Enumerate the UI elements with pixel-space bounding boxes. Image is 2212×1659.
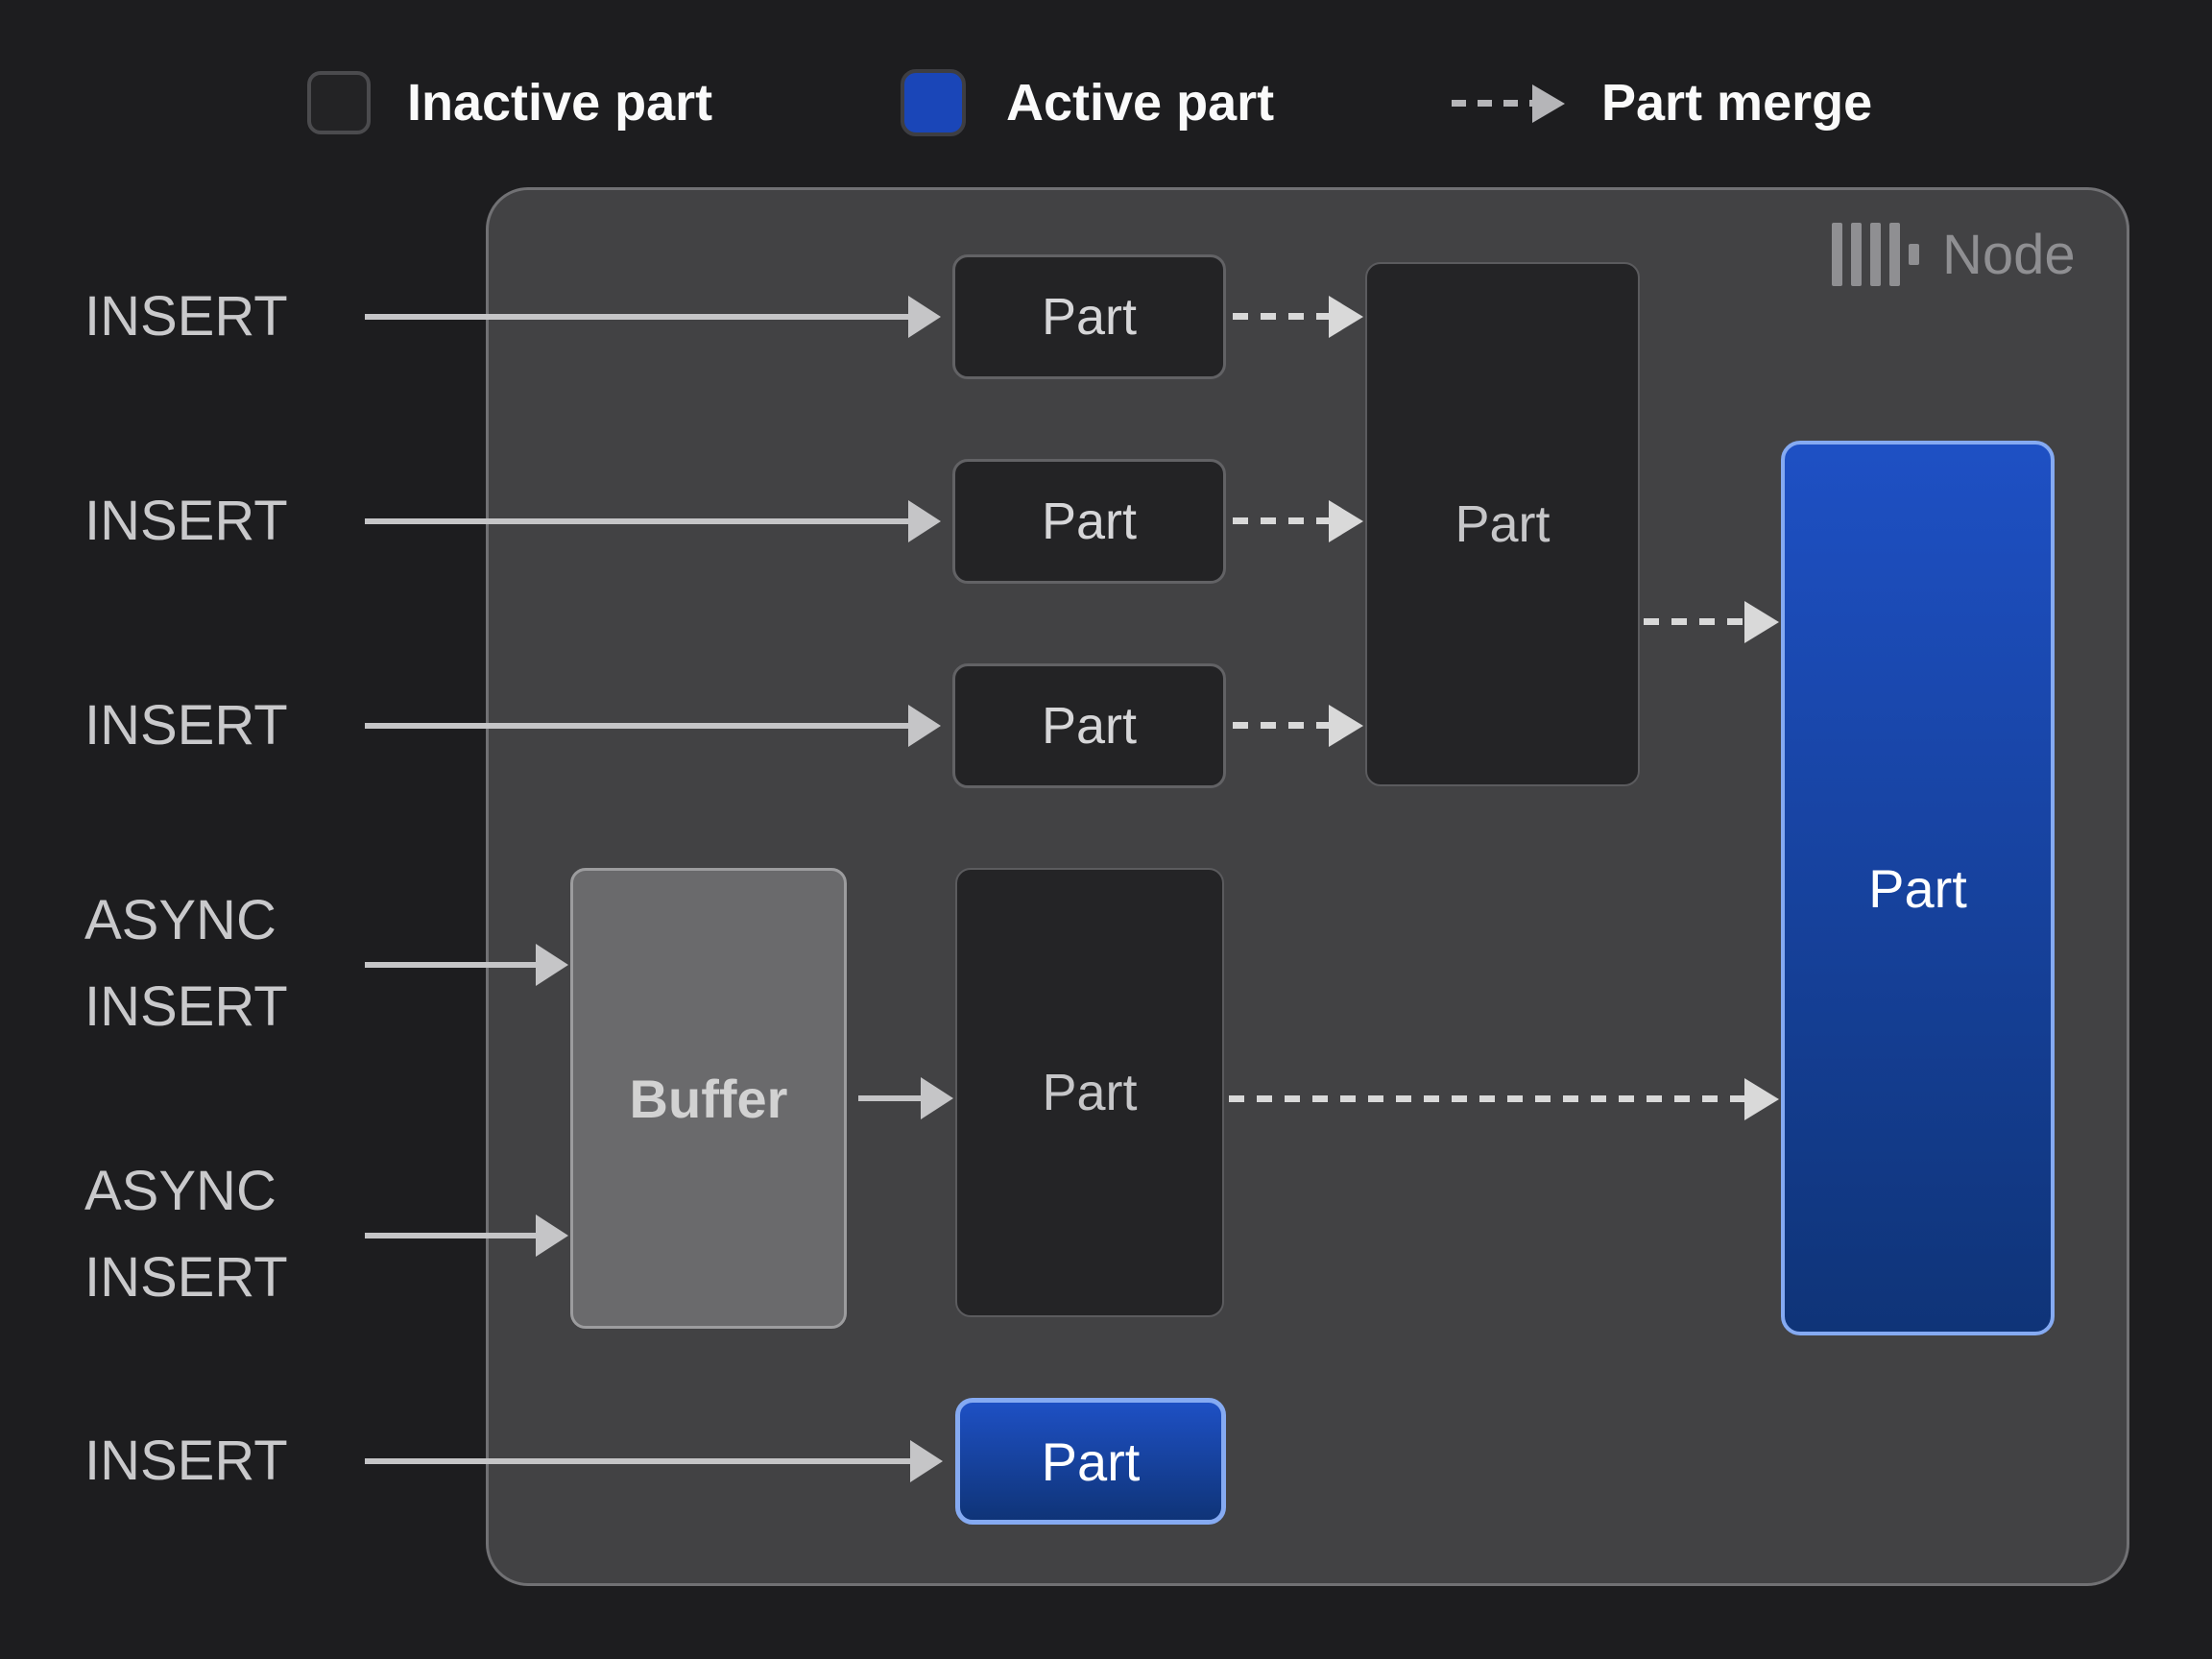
clickhouse-logo-icon [1832,221,1919,288]
part-label: Part [1041,1431,1141,1492]
async-insert-label-1: ASYNC INSERT [84,878,288,1050]
insert-label-1: INSERT [84,285,288,348]
part-label: Part [1868,857,1967,919]
async-insert-arrow-2 [365,1233,536,1238]
insert-label-4: INSERT [84,1430,288,1492]
node-title: Node [1832,221,2076,288]
dashed-arrow-icon [1452,100,1532,107]
legend-merge-label: Part merge [1601,74,1873,132]
legend-active-label: Active part [1006,74,1275,132]
merge-arrow-row-3 [1233,722,1329,729]
async-insert-label-2-line-2: INSERT [84,1246,288,1309]
async-insert-label-1-line-2: INSERT [84,975,288,1038]
part-box-row-3: Part [952,663,1226,788]
async-insert-label-2-line-1: ASYNC [84,1160,276,1222]
insert-label-3: INSERT [84,694,288,757]
part-box-buffered: Part [955,868,1224,1317]
part-box-merged: Part [1365,262,1640,786]
part-label: Part [1455,495,1551,553]
buffer-flush-arrow [858,1095,921,1101]
part-label: Part [1041,288,1138,346]
part-box-row-2: Part [952,459,1226,584]
insert-arrow-2 [365,518,908,524]
merge-arrow-to-active [1644,618,1744,625]
legend-inactive-label: Inactive part [407,74,713,132]
insert-arrow-4 [365,1458,910,1464]
insert-label-2: INSERT [84,490,288,552]
merge-arrow-buffered-to-active [1229,1095,1744,1102]
async-insert-label-1-line-1: ASYNC [84,889,276,951]
part-label: Part [1042,1064,1138,1121]
async-insert-label-2: ASYNC INSERT [84,1148,288,1321]
buffer-label: Buffer [629,1068,788,1129]
buffer-box: Buffer [570,868,847,1329]
insert-arrow-1 [365,314,908,320]
part-box-active: Part [1781,441,2055,1335]
insert-arrow-3 [365,723,908,729]
inactive-part-swatch [307,71,371,134]
part-box-active-bottom: Part [955,1398,1226,1525]
part-label: Part [1041,493,1138,550]
part-label: Part [1041,697,1138,755]
node-title-label: Node [1942,223,2076,286]
merge-arrow-row-2 [1233,517,1329,524]
active-part-swatch [901,69,966,136]
part-box-row-1: Part [952,254,1226,379]
async-insert-arrow-1 [365,962,536,968]
merge-arrow-row-1 [1233,313,1329,320]
